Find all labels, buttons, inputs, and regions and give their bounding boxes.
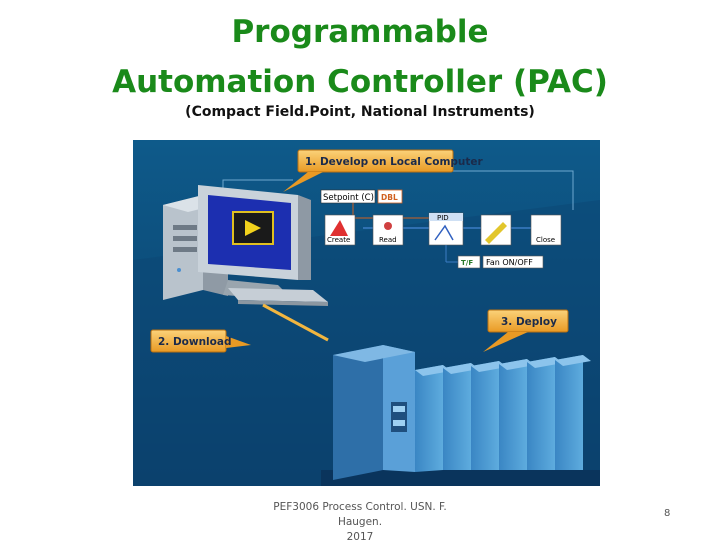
slide-footer: PEF3006 Process Control. USN. F. Haugen.… — [250, 500, 470, 545]
fan-label: Fan ON/OFF — [486, 258, 533, 267]
pid-label: PID — [437, 214, 449, 222]
step1-label: 1. Develop on Local Computer — [305, 156, 484, 168]
page-number: 8 — [664, 508, 671, 519]
slide-subtitle: (Compact Field.Point, National Instrumen… — [185, 104, 535, 120]
dbl-tag: DBL — [381, 193, 398, 202]
step2-callout: 2. Download — [150, 329, 251, 353]
step3-callout: 3. Deploy — [483, 309, 569, 352]
footer-line2: 2017 — [346, 531, 374, 543]
slide-title-line1: Programmable — [231, 14, 489, 50]
close-label: Close — [536, 236, 555, 244]
setpoint-label: Setpoint (C) — [323, 193, 374, 203]
fan-tf-tag: T/F — [461, 259, 473, 267]
step1-callout: 1. Develop on Local Computer — [283, 149, 484, 192]
footer-line1: PEF3006 Process Control. USN. F. Haugen. — [273, 501, 447, 528]
read-label: Read — [379, 236, 397, 244]
compact-fieldpoint-hardware — [321, 345, 600, 486]
block-diagram: Setpoint (C) DBL Create Read PID Close T… — [320, 189, 562, 269]
create-label: Create — [327, 236, 350, 244]
step2-label: 2. Download — [158, 336, 231, 348]
pac-illustration: 1. Develop on Local Computer Setpoint (C… — [133, 140, 600, 486]
keyboard — [228, 288, 328, 306]
slide-title-line2: Automation Controller (PAC) — [112, 64, 608, 100]
step3-label: 3. Deploy — [501, 316, 557, 328]
